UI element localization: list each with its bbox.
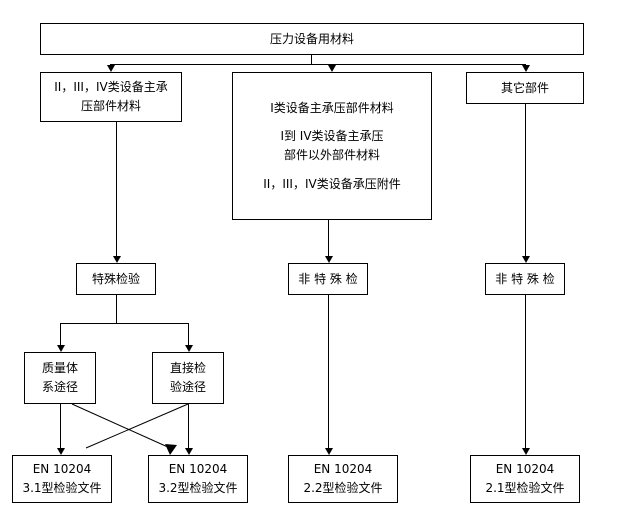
node-branch2-line-0: I类设备主承压部件材料: [270, 100, 394, 115]
arrow-nonspecial2-to-doc21: [522, 448, 530, 455]
node-root: 压力设备用材料: [40, 23, 584, 55]
node-quality-system-path-line-1: 系途径: [41, 380, 78, 394]
node-quality-system-path: 质量体 系途径: [24, 352, 96, 404]
conn-direct-to-doc31: [85, 403, 189, 449]
node-root-line-0: 压力设备用材料: [269, 31, 354, 46]
conn-branch1-to-special: [116, 122, 117, 256]
node-direct-inspection-path-line-1: 验途径: [169, 380, 206, 394]
arrow-branch3-to-nonspecial2: [522, 256, 530, 263]
node-direct-inspection-path-line-0: 直接检: [169, 361, 206, 376]
conn-bus-to-quality-path: [60, 323, 61, 345]
conn-quality-to-doc31: [60, 404, 61, 448]
node-doc-2-2-line-1: 2.2型检验文件: [303, 481, 383, 495]
conn-special-stub: [116, 295, 117, 323]
node-doc-2-1-line-1: 2.1型检验文件: [485, 481, 565, 495]
conn-quality-to-doc32-line: [71, 403, 171, 449]
node-doc-3-2-line-0: EN 10204: [168, 462, 228, 477]
arrow-bus-to-quality-path: [57, 345, 65, 352]
conn-special-bus: [60, 323, 188, 324]
node-doc-2-1: EN 10204 2.1型检验文件: [470, 455, 580, 503]
arrow-bus-to-branch1: [107, 65, 115, 72]
arrow-branch2-to-nonspecial1: [325, 256, 333, 263]
conn-nonspecial2-to-doc21: [525, 295, 526, 448]
arrow-quality-to-doc31: [57, 448, 65, 455]
conn-direct-to-doc32: [188, 404, 189, 448]
arrow-quality-to-doc32: [165, 444, 177, 455]
node-nonspecial-1-line-0: 非 特 殊 检: [298, 271, 358, 286]
arrow-bus-to-direct-path: [185, 345, 193, 352]
node-doc-3-1-line-1: 3.1型检验文件: [22, 481, 102, 495]
node-doc-2-1-line-0: EN 10204: [495, 462, 555, 477]
node-branch3-line-0: 其它部件: [500, 80, 549, 95]
node-doc-2-2: EN 10204 2.2型检验文件: [288, 455, 398, 503]
node-branch2-line-5: II，III，IV类设备承压附件: [263, 176, 401, 191]
conn-root-bus: [110, 64, 525, 65]
arrow-bus-to-branch3: [522, 65, 530, 72]
node-special: 特殊检验: [76, 263, 156, 295]
conn-quality-to-doc32: [71, 403, 177, 455]
node-doc-3-2: EN 10204 3.2型检验文件: [148, 455, 248, 503]
node-branch1: II，III，IV类设备主承 压部件材料: [40, 72, 182, 122]
conn-direct-to-doc31-line: [85, 403, 189, 449]
conn-branch3-to-nonspecial2: [525, 104, 526, 256]
conn-bus-to-direct-path: [188, 323, 189, 345]
node-branch1-line-0: II，III，IV类设备主承: [54, 80, 168, 95]
node-doc-3-2-line-1: 3.2型检验文件: [158, 481, 238, 495]
node-doc-2-2-line-0: EN 10204: [313, 462, 373, 477]
node-branch2-line-2: I到 IV类设备主承压: [280, 129, 384, 144]
node-nonspecial-1: 非 特 殊 检: [288, 263, 368, 295]
conn-nonspecial1-to-doc22: [328, 295, 329, 448]
node-nonspecial-2: 非 特 殊 检: [485, 263, 565, 295]
node-direct-inspection-path: 直接检 验途径: [152, 352, 224, 404]
arrow-branch1-to-special: [113, 256, 121, 263]
conn-root-stub: [311, 55, 312, 64]
node-special-line-0: 特殊检验: [91, 271, 140, 286]
arrow-nonspecial1-to-doc22: [325, 448, 333, 455]
arrow-direct-to-doc32: [185, 448, 193, 455]
node-branch1-line-1: 压部件材料: [80, 99, 141, 113]
conn-branch2-to-nonspecial1: [328, 220, 329, 256]
arrow-bus-to-branch2: [328, 65, 336, 72]
node-quality-system-path-line-0: 质量体: [41, 361, 78, 376]
node-branch2-line-3: 部件以外部件材料: [283, 148, 380, 162]
node-nonspecial-2-line-0: 非 特 殊 检: [495, 271, 555, 286]
node-doc-3-1: EN 10204 3.1型检验文件: [12, 455, 112, 503]
node-branch2: I类设备主承压部件材料 I到 IV类设备主承压 部件以外部件材料 II，III，…: [232, 72, 432, 220]
node-branch3: 其它部件: [466, 72, 584, 104]
node-doc-3-1-line-0: EN 10204: [32, 462, 92, 477]
